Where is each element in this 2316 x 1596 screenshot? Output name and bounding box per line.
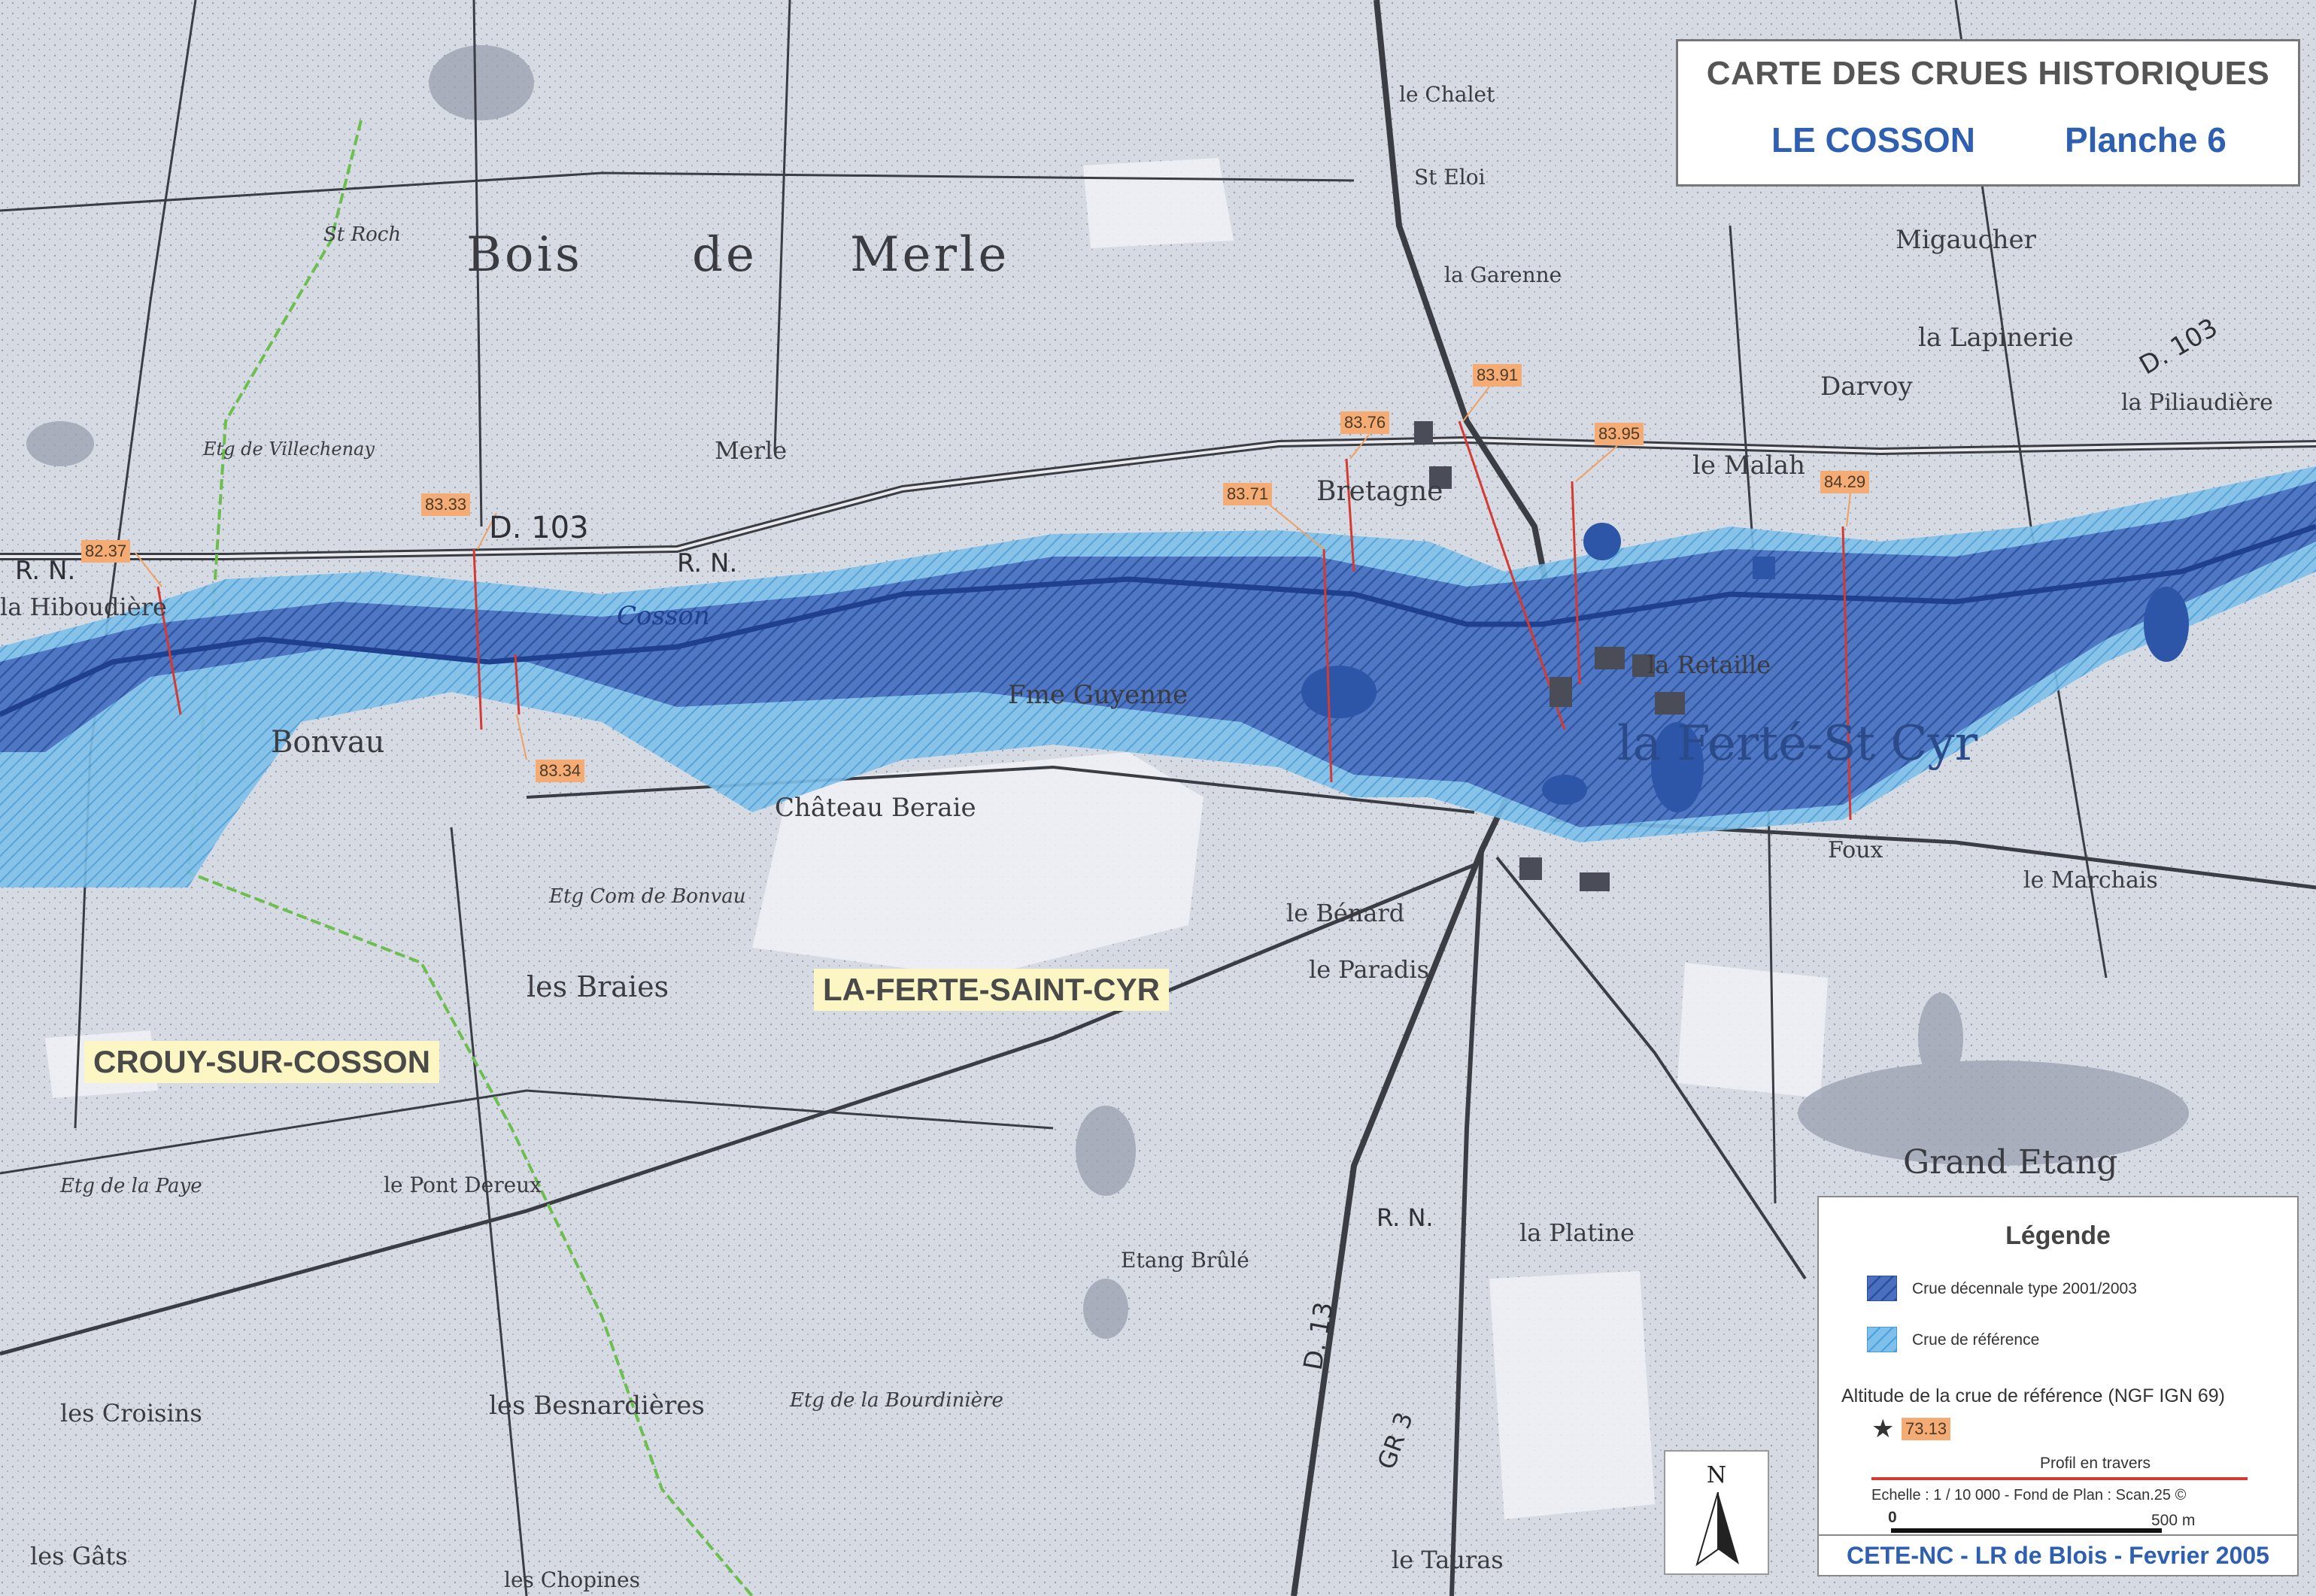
legend-title: Légende [2005, 1221, 2111, 1250]
road-label-rn-south: R. N. [1377, 1203, 1434, 1232]
legend-profile-line [1871, 1477, 2248, 1480]
place-fme-guyenne: Fme Guyenne [1008, 680, 1188, 710]
river-name: LE COSSON [1771, 120, 1975, 159]
place-les-chopines: les Chopines [504, 1567, 640, 1592]
road-label-rn-center: R. N. [677, 548, 737, 578]
altitude-label-4: 83.71 [1223, 483, 1273, 505]
town-la-ferte [1414, 421, 1685, 891]
scale-end: 500 m [2151, 1512, 2196, 1529]
place-la-retaille: la Retaille [1647, 651, 1771, 679]
sheet-number: Planche 6 [2065, 120, 2226, 159]
place-le-chalet: le Chalet [1399, 82, 1495, 107]
place-la-ferte-st-cyr: la Ferté-St Cyr [1617, 716, 1978, 772]
commune-crouy-sur-cosson: CROUY-SUR-COSSON [84, 1041, 440, 1083]
place-grand-etang: Grand Etang [1903, 1143, 2117, 1182]
place-la-lapinerie: la Lapinerie [1918, 323, 2074, 353]
place-la-piliaudiere: la Piliaudière [2121, 390, 2273, 416]
north-arrow: N [1664, 1450, 1769, 1575]
place-le-paradis: le Paradis [1309, 955, 1429, 984]
altitude-label-7: 83.95 [1595, 423, 1644, 445]
place-etg-villechenay: Etg de Villechenay [202, 438, 375, 460]
commune-la-ferte-saint-cyr: LA-FERTE-SAINT-CYR [814, 969, 1169, 1011]
road-label-rn-west: R. N. [15, 556, 75, 586]
place-foux: Foux [1828, 837, 1883, 863]
place-la-platine: la Platine [1519, 1218, 1635, 1247]
ponds [26, 45, 2189, 1339]
place-les-croisins: les Croisins [60, 1399, 202, 1428]
altitude-label-6: 83.91 [1473, 364, 1522, 387]
flood-pools [1301, 523, 2189, 812]
star-icon: ★ [1871, 1415, 1895, 1443]
altitude-label-2: 83.33 [421, 493, 471, 516]
label-leaders [135, 386, 1851, 760]
legend-altitude-sample: 73.13 [1902, 1418, 1951, 1440]
cross-profiles [156, 420, 1852, 821]
place-etg-bourdiniere: Etg de la Bourdinière [789, 1389, 1003, 1412]
place-les-besnardieres: les Besnardières [489, 1391, 705, 1421]
place-migaucher: Migaucher [1896, 225, 2037, 255]
place-bretagne: Bretagne [1316, 476, 1443, 507]
legend-decennial-label: Crue décennale type 2001/2003 [1912, 1280, 2137, 1297]
legend-reference-label: Crue de référence [1912, 1331, 2040, 1349]
title-box: CARTE DES CRUES HISTORIQUES LE COSSON Pl… [1676, 39, 2300, 187]
place-le-benard: le Bénard [1286, 899, 1404, 927]
place-le-pont-dereux: le Pont Dereux [384, 1173, 542, 1197]
place-les-braies: les Braies [527, 970, 669, 1003]
altitude-label-8: 84.29 [1820, 471, 1870, 493]
north-label: N [1706, 1462, 1727, 1488]
place-etang-brule: Etang Brûlé [1121, 1248, 1249, 1273]
hiking-trail [186, 120, 754, 1596]
credits-footer: CETE-NC - LR de Blois - Fevrier 2005 [1817, 1534, 2299, 1576]
place-de: de [692, 227, 757, 283]
place-le-malah: le Malah [1692, 451, 1805, 481]
place-bois: Bois [466, 227, 583, 283]
altitude-label-1: 82.37 [81, 540, 131, 563]
place-names: Bois de Merle Migaucher la Lapinerie la … [0, 82, 2273, 1592]
legend-scale-text: Echelle : 1 / 10 000 - Fond de Plan : Sc… [1871, 1487, 2187, 1503]
place-la-hiboudiere: la Hiboudière [0, 593, 167, 621]
place-le-marchais: le Marchais [2023, 867, 2158, 894]
place-darvoy: Darvoy [1820, 372, 1913, 402]
place-etg-com-bonvau: Etg Com de Bonvau [548, 885, 746, 908]
place-merle-forest: Merle [850, 227, 1009, 283]
altitude-label-3: 83.34 [536, 760, 585, 782]
scale-zero: 0 [1888, 1509, 1897, 1526]
place-la-garenne: la Garenne [1444, 262, 1562, 287]
legend-swatch-reference [1867, 1327, 1897, 1352]
scale-bar [1891, 1528, 2162, 1533]
place-st-eloi: St Eloi [1414, 165, 1486, 190]
place-st-roch: St Roch [323, 223, 401, 246]
place-merle-hamlet: Merle [715, 436, 787, 465]
map-title: CARTE DES CRUES HISTORIQUES [1706, 55, 2270, 92]
place-le-tauras: le Tauras [1392, 1546, 1504, 1574]
legend-profile-label: Profil en travers [2040, 1455, 2151, 1472]
altitude-label-5: 83.76 [1340, 411, 1390, 434]
legend-panel: Légende Crue décennale type 2001/2003 Cr… [1817, 1196, 2299, 1573]
place-etg-de-la-paye: Etg de la Paye [59, 1175, 202, 1197]
place-cosson: Cosson [617, 601, 710, 631]
river-cosson [0, 523, 2316, 718]
place-les-gats: les Gâts [30, 1542, 128, 1570]
place-chateau-beraie: Château Beraie [775, 793, 976, 823]
place-bonvau: Bonvau [271, 725, 384, 760]
road-label-d103-west: D. 103 [489, 511, 589, 545]
decennial-flood-zone [0, 481, 2316, 827]
legend-swatch-decennial [1867, 1276, 1897, 1301]
north-arrow-icon [1695, 1492, 1739, 1567]
legend-altitude-caption: Altitude de la crue de référence (NGF IG… [1841, 1385, 2225, 1406]
clearings [45, 158, 1828, 1519]
